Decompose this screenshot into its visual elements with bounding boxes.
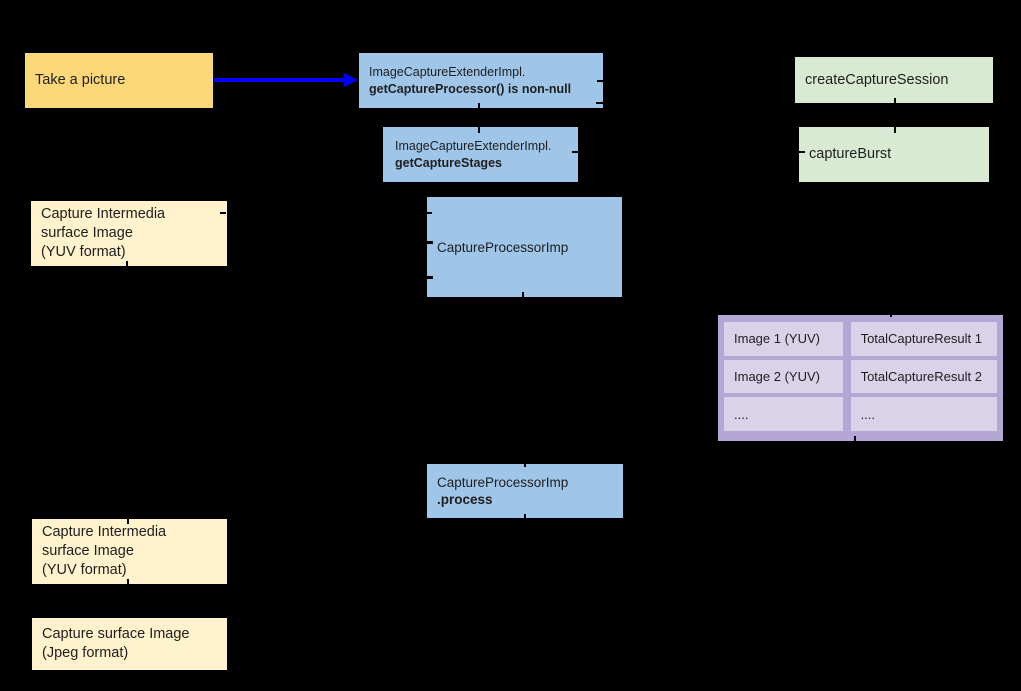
connector-mark [854,436,856,442]
connector-mark [220,212,226,214]
node-label: captureBurst [809,146,892,162]
connector-mark [524,514,526,519]
connector-mark [427,212,432,214]
cell-result: .... [850,397,997,432]
connector-mark [427,276,433,279]
table-row: Image 2 (YUV) TotalCaptureResult 2 [724,359,997,394]
flow-arrow-head-icon [344,73,358,87]
node-capture-processor-imp: CaptureProcessorImp [427,197,622,297]
node-line1: Capture surface Image [42,626,190,642]
connector-mark [478,127,480,133]
node-line2: getCaptureStages [395,155,502,170]
connector-mark [127,579,129,584]
table-row: Image 1 (YUV) TotalCaptureResult 1 [724,322,997,356]
node-line2: surface Image [41,225,133,241]
connector-mark [524,463,526,467]
cell-image: Image 2 (YUV) [724,359,843,394]
connector-mark [894,127,896,133]
node-line1: Capture Intermedia [42,524,167,540]
connector-mark [126,261,128,266]
node-label: createCaptureSession [805,71,949,88]
node-create-capture-session: createCaptureSession [795,57,993,103]
connector-mark [596,102,603,104]
cell-result: TotalCaptureResult 1 [850,322,997,356]
connector-mark [890,311,892,317]
cell-image: Image 1 (YUV) [724,322,843,356]
node-get-capture-processor: ImageCaptureExtenderImpl. getCaptureProc… [359,53,603,108]
capture-results-table: Image 1 (YUV) TotalCaptureResult 1 Image… [718,315,1003,441]
node-capture-processor-process: CaptureProcessorImp .process [427,464,623,518]
node-label: Take a picture [35,72,126,88]
node-line1: Capture Intermedia [41,206,166,222]
node-capture-surface-jpeg: Capture surface Image (Jpeg format) [32,618,227,670]
node-capture-intermedia-surface-bottom: Capture Intermedia surface Image (YUV fo… [32,519,227,584]
cell-image: .... [724,397,843,432]
connector-mark [522,292,524,297]
node-line2: (Jpeg format) [42,645,129,661]
connector-mark [572,151,578,153]
node-capture-burst: captureBurst [799,127,989,182]
connector-mark [478,103,480,108]
node-take-a-picture: Take a picture [25,53,213,108]
node-line1: ImageCaptureExtenderImpl. [395,138,552,153]
node-line2: .process [437,492,493,507]
connector-mark [894,98,896,103]
node-line3: (YUV format) [42,562,127,578]
node-line2: surface Image [42,543,134,559]
table-row: .... .... [724,397,997,432]
connector-mark [427,241,433,244]
connector-mark [597,80,603,82]
node-line3: (YUV format) [41,244,126,260]
connector-mark [799,151,805,153]
flow-arrow-shaft [214,78,346,82]
cell-result: TotalCaptureResult 2 [850,359,997,394]
connector-mark [127,519,129,524]
node-get-capture-stages: ImageCaptureExtenderImpl. getCaptureStag… [383,127,578,182]
node-label: CaptureProcessorImp [437,239,569,255]
node-line2: getCaptureProcessor() is non-null [369,81,572,96]
node-capture-intermedia-surface-top: Capture Intermedia surface Image (YUV fo… [31,201,227,266]
node-line1: CaptureProcessorImp [437,475,569,490]
node-line1: ImageCaptureExtenderImpl. [369,64,526,79]
